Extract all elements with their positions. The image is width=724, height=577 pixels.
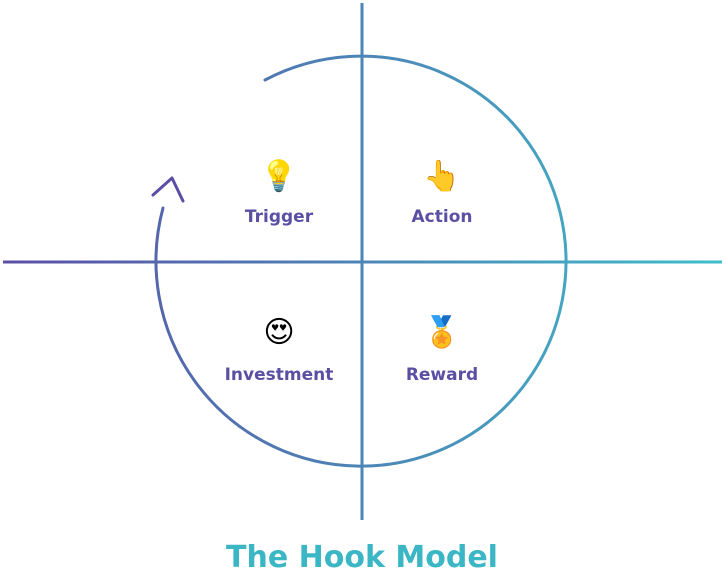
cycle-arc <box>154 54 568 468</box>
pointing-finger-icon: 👆 <box>423 158 460 194</box>
heart-eyes-face-icon: 😍 <box>263 315 294 350</box>
medal-icon: 🏅 <box>423 314 460 350</box>
cycle-arrowhead-icon <box>151 176 185 203</box>
stage-label-trigger: Trigger <box>245 207 314 227</box>
lightbulb-icon: 💡 <box>260 158 297 194</box>
stage-label-investment: Investment <box>225 365 334 385</box>
stage-label-action: Action <box>412 207 473 227</box>
diagram-title: The Hook Model <box>226 540 498 575</box>
stage-label-reward: Reward <box>406 365 478 385</box>
